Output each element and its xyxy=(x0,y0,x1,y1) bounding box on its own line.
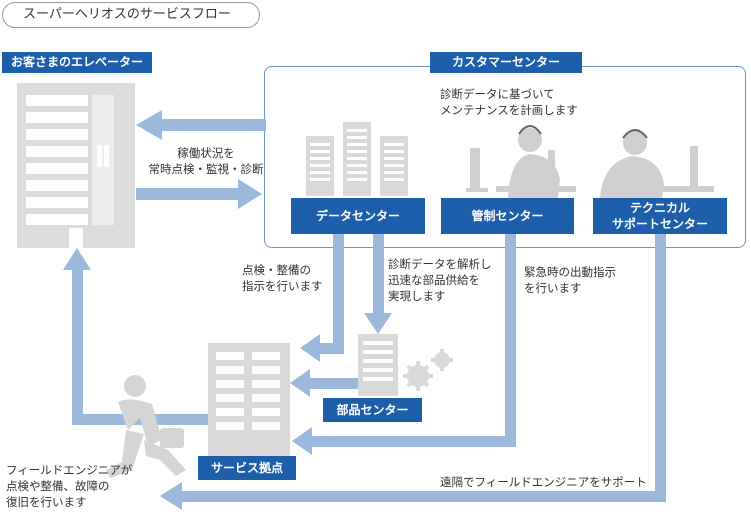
arrow-to-center xyxy=(136,179,262,209)
parts-center-label: 部品センター xyxy=(323,398,422,422)
service-base-label: サービス拠点 xyxy=(198,456,296,480)
parts-supply-line2: 迅速な部品供給を xyxy=(388,273,480,287)
field-engineer-icon xyxy=(106,375,186,478)
data-servers-icon xyxy=(306,122,408,196)
maintenance-plan-note: 診断データに基づいて メンテナンスを計画します xyxy=(440,86,578,118)
technical-support-label-line2: サポートセンター xyxy=(611,217,708,231)
monitoring-note: 稼働状況を 常時点検・監視・診断 xyxy=(145,145,267,177)
elevator-building-icon xyxy=(17,83,135,248)
monitoring-line2: 常時点検・監視・診断 xyxy=(148,162,264,176)
engineer-line2: 点検や整備、故障の xyxy=(6,479,110,493)
service-building-icon xyxy=(208,343,290,456)
parts-building-icon xyxy=(358,334,398,396)
customer-elevator-label: お客さまのエレベーター xyxy=(2,52,152,73)
arrow-datacenter-to-service xyxy=(300,234,344,362)
diagram-title: スーパーヘリオスのサービスフロー xyxy=(2,2,260,28)
inspection-note: 点検・整備の 指示を行います xyxy=(242,262,323,294)
inspection-line2: 指示を行います xyxy=(242,279,323,293)
emergency-line1: 緊急時の出動指示 xyxy=(524,265,616,279)
emergency-line2: を行います xyxy=(524,281,582,295)
customer-center-label: カスタマーセンター xyxy=(430,52,582,73)
parts-supply-line1: 診断データを解析し xyxy=(388,257,492,271)
engineer-line1: フィールドエンジニアが xyxy=(6,463,133,477)
arrow-parts-to-service xyxy=(290,369,358,397)
gears-icon xyxy=(403,349,453,391)
parts-supply-note: 診断データを解析し 迅速な部品供給を 実現します xyxy=(388,256,492,304)
technical-operator-icon xyxy=(600,129,714,198)
arrow-datacenter-to-parts xyxy=(364,234,392,334)
technical-support-label-line1: テクニカル xyxy=(629,201,690,215)
engineer-line3: 復旧を行います xyxy=(6,495,87,509)
maintenance-plan-line2: メンテナンスを計画します xyxy=(440,103,578,117)
arrow-support-to-engineer xyxy=(160,232,666,510)
arrow-to-elevator xyxy=(136,110,266,140)
monitoring-line1: 稼働状況を xyxy=(177,146,235,160)
operator-icon xyxy=(466,125,576,198)
engineer-note: フィールドエンジニアが 点検や整備、故障の 復旧を行います xyxy=(6,462,132,510)
flow-arrows xyxy=(63,110,666,510)
control-center-label: 管制センター xyxy=(441,198,574,234)
emergency-note: 緊急時の出動指示 を行います xyxy=(524,264,616,296)
arrow-control-to-service xyxy=(292,232,516,455)
data-center-label: データセンター xyxy=(291,198,425,234)
technical-support-label: テクニカル サポートセンター xyxy=(593,198,727,234)
inspection-line1: 点検・整備の xyxy=(242,263,311,277)
arrow-service-to-elevator xyxy=(63,248,208,425)
maintenance-plan-line1: 診断データに基づいて xyxy=(440,87,555,101)
parts-supply-line3: 実現します xyxy=(388,289,446,303)
remote-support-note: 遠隔でフィールドエンジニアをサポート xyxy=(440,475,647,489)
